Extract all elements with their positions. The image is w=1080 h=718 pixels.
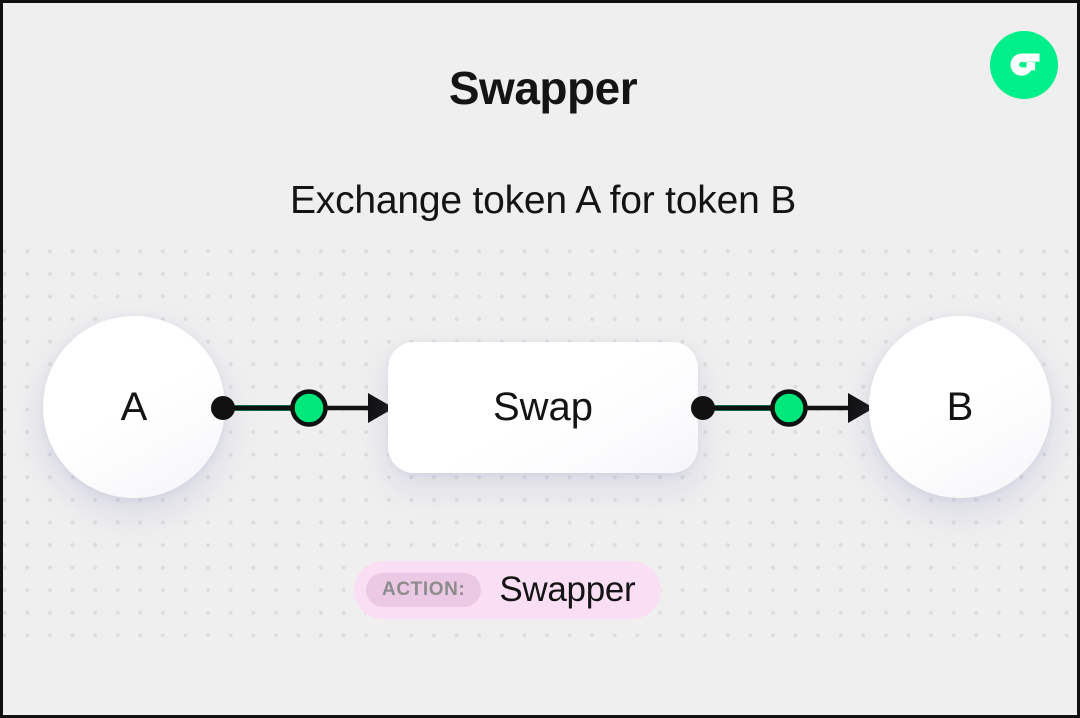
page-title: Swapper bbox=[448, 62, 638, 114]
edge-start-dot bbox=[691, 396, 715, 420]
node-swap-card[interactable]: Swap bbox=[388, 342, 698, 473]
edge-start-dot bbox=[211, 396, 235, 420]
action-badge: ACTION: Swapper bbox=[354, 561, 662, 619]
node-token-a[interactable]: A bbox=[43, 316, 225, 498]
edge-swap-to-b bbox=[688, 381, 874, 435]
edge-arrowhead bbox=[368, 393, 394, 423]
edge-a-to-swap bbox=[208, 381, 394, 435]
flow-logo-icon bbox=[990, 31, 1058, 99]
node-swap-label: Swap bbox=[492, 385, 594, 429]
action-badge-tag: ACTION: bbox=[366, 573, 482, 607]
node-token-b-label: B bbox=[946, 384, 974, 429]
edge-arrowhead bbox=[848, 393, 874, 423]
page-subtitle: Exchange token A for token B bbox=[289, 179, 797, 222]
node-token-b[interactable]: B bbox=[869, 316, 1051, 498]
edge-mid-dot bbox=[770, 389, 808, 427]
node-token-a-label: A bbox=[120, 384, 148, 429]
edge-mid-dot bbox=[290, 389, 328, 427]
action-badge-value: Swapper bbox=[499, 570, 636, 609]
